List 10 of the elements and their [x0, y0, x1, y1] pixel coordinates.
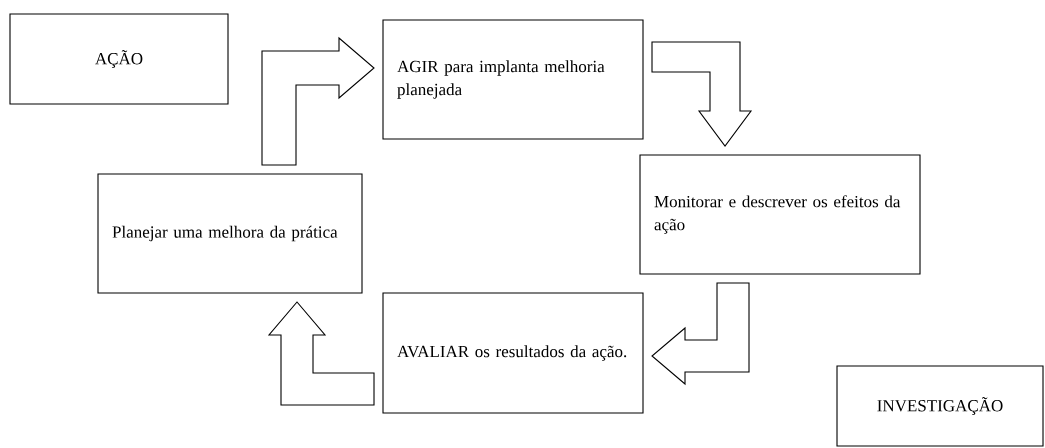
block-arrow	[651, 41, 753, 147]
process-box: Monitorar e descrever os efeitos da ação	[639, 154, 921, 275]
block-arrow	[261, 36, 375, 166]
block-arrow	[267, 301, 375, 406]
process-box: INVESTIGAÇÃO	[836, 365, 1044, 447]
process-box: AVALIAR os resultados da ação.	[382, 292, 644, 414]
process-box: AÇÃO	[9, 13, 229, 105]
process-box: AGIR para implanta melhoria planejada	[382, 19, 644, 140]
process-box: Planejar uma melhora da prática	[97, 173, 363, 294]
block-arrow	[651, 282, 750, 386]
